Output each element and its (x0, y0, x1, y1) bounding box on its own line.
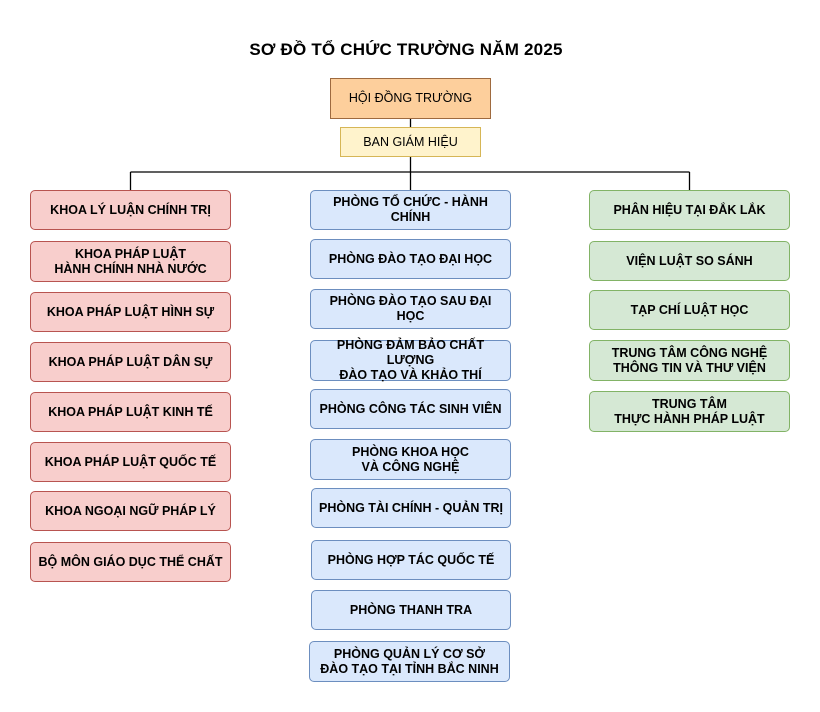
faculty-box: KHOA PHÁP LUẬT QUỐC TẾ (30, 442, 231, 482)
faculty-box: KHOA PHÁP LUẬT HÀNH CHÍNH NHÀ NƯỚC (30, 241, 231, 282)
unit-box: TẠP CHÍ LUẬT HỌC (589, 290, 790, 330)
chart-title: SƠ ĐỒ TỔ CHỨC TRƯỜNG NĂM 2025 (249, 40, 563, 59)
unit-box: TRUNG TÂM THỰC HÀNH PHÁP LUẬT (589, 391, 790, 432)
office-box: PHÒNG ĐÀO TẠO SAU ĐẠI HỌC (310, 289, 511, 329)
unit-box: TRUNG TÂM CÔNG NGHỆ THÔNG TIN VÀ THƯ VIỆ… (589, 340, 790, 381)
council-box: HỘI ĐỒNG TRƯỜNG (330, 78, 491, 119)
faculty-box: BỘ MÔN GIÁO DỤC THỂ CHẤT (30, 542, 231, 582)
faculty-box: KHOA PHÁP LUẬT DÂN SỰ (30, 342, 231, 382)
unit-box: PHÂN HIỆU TẠI ĐẮK LẮK (589, 190, 790, 230)
office-box: PHÒNG ĐẢM BẢO CHẤT LƯỢNG ĐÀO TẠO VÀ KHẢO… (310, 338, 511, 382)
office-box: PHÒNG HỢP TÁC QUỐC TẾ (311, 540, 511, 580)
office-box: PHÒNG QUẢN LÝ CƠ SỞ ĐÀO TẠO TẠI TỈNH BẮC… (309, 641, 510, 682)
unit-box: VIỆN LUẬT SO SÁNH (589, 241, 790, 281)
office-box: PHÒNG THANH TRA (311, 590, 511, 630)
faculty-box: KHOA PHÁP LUẬT KINH TẾ (30, 392, 231, 432)
office-box: PHÒNG KHOA HỌC VÀ CÔNG NGHỆ (310, 439, 511, 480)
faculty-box: KHOA PHÁP LUẬT HÌNH SỰ (30, 292, 231, 332)
office-box: PHÒNG TỔ CHỨC - HÀNH CHÍNH (310, 190, 511, 230)
faculty-box: KHOA LÝ LUẬN CHÍNH TRỊ (30, 190, 231, 230)
board-box: BAN GIÁM HIỆU (340, 127, 481, 157)
faculty-box: KHOA NGOẠI NGỮ PHÁP LÝ (30, 491, 231, 531)
office-box: PHÒNG ĐÀO TẠO ĐẠI HỌC (310, 239, 511, 279)
office-box: PHÒNG TÀI CHÍNH - QUẢN TRỊ (311, 488, 511, 528)
office-box: PHÒNG CÔNG TÁC SINH VIÊN (310, 389, 511, 429)
